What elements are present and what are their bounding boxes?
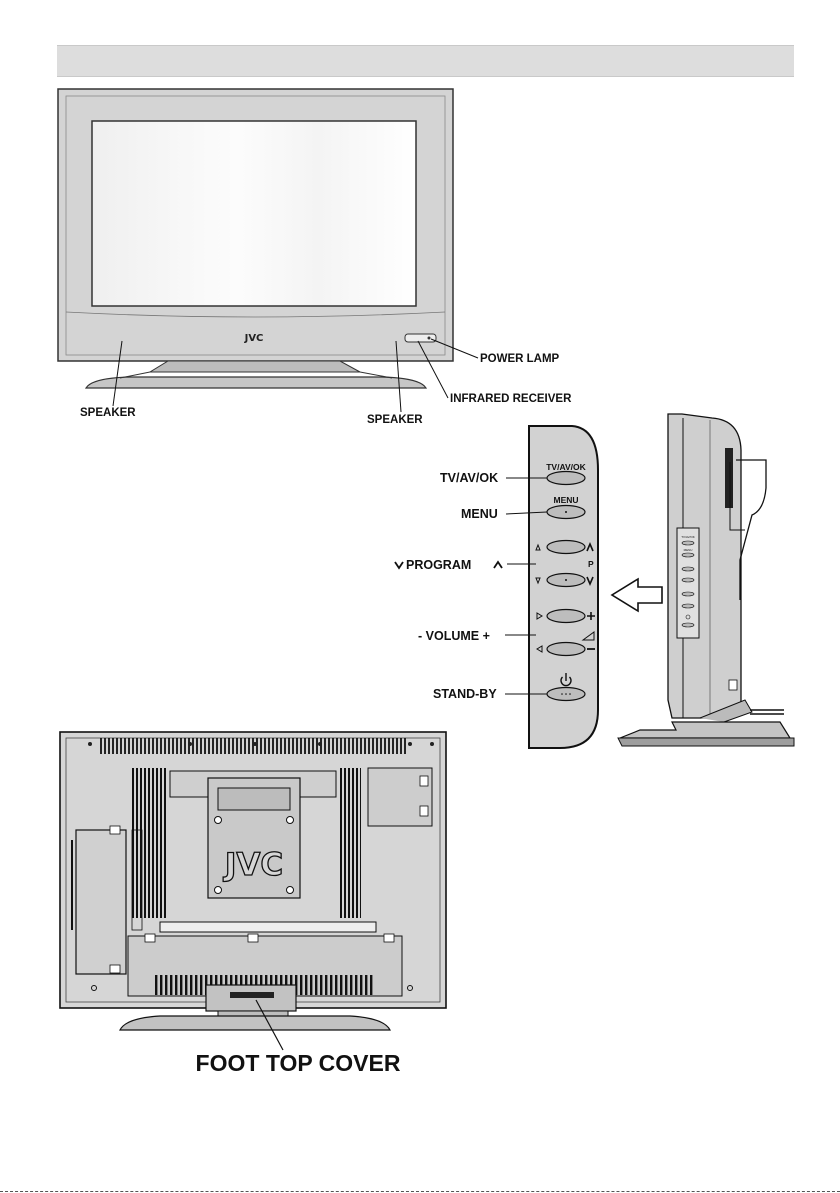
rear-view: JVC (60, 732, 446, 1030)
control-panel: TV/AV/OK MENU P (529, 426, 598, 748)
volume-down-button[interactable] (547, 643, 585, 656)
side-tvavok-text: TV/AV/OK (681, 535, 695, 539)
front-view: JVC (58, 89, 453, 388)
program-label: PROGRAM (406, 558, 471, 572)
chevron-down-icon (395, 562, 403, 568)
side-view: TV/AV/OK MENU (618, 414, 794, 746)
standby-label: STAND-BY (433, 687, 497, 701)
infrared-receiver-label: INFRARED RECEIVER (450, 393, 572, 405)
side-menu-text: MENU (684, 548, 693, 552)
foot-top-cover-label: FOOT TOP COVER (196, 1050, 401, 1076)
power-lamp-label: POWER LAMP (480, 353, 560, 365)
side-slot (725, 448, 733, 508)
program-up-button[interactable] (547, 541, 585, 554)
front-stand-base (86, 377, 426, 388)
tvavok-button[interactable] (547, 472, 585, 485)
page-bottom-rule (0, 1191, 840, 1192)
menu-label: MENU (461, 507, 498, 521)
tvavok-label: TV/AV/OK (440, 471, 498, 485)
power-lamp-led (428, 337, 431, 340)
volume-up-button[interactable] (547, 610, 585, 623)
speaker-left-label: SPEAKER (80, 407, 136, 419)
rear-logo: JVC (223, 847, 283, 883)
program-label-group: PROGRAM (395, 558, 502, 572)
chevron-up-icon (494, 562, 502, 568)
sensor-window (405, 334, 436, 342)
panel-tvavok-text: TV/AV/OK (546, 462, 586, 472)
tv-screen (92, 121, 416, 306)
volume-label: - VOLUME + (418, 629, 490, 643)
front-stand-neck (150, 361, 360, 372)
front-logo: JVC (244, 333, 264, 344)
panel-menu-text: MENU (553, 495, 578, 505)
speaker-right-label: SPEAKER (367, 414, 423, 426)
panel-program-text: P (588, 559, 594, 569)
arrow-left-icon (612, 579, 662, 611)
